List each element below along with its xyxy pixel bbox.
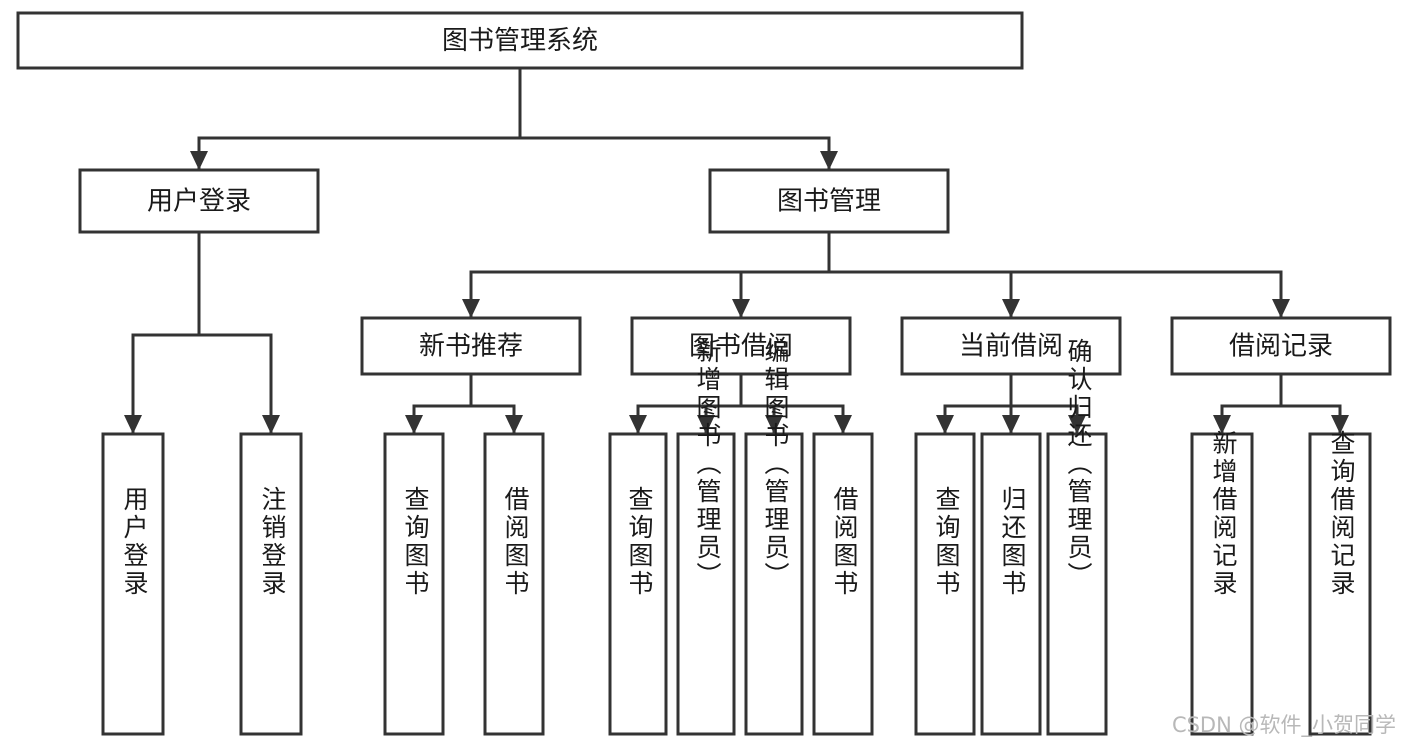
arrow-head-icon — [1002, 299, 1020, 318]
node-label-root: 图书管理系统 — [442, 26, 598, 56]
node-borrow-record[interactable]: 借阅记录 — [1170, 316, 1392, 376]
node-label-user-login: 用户登录 — [147, 187, 251, 217]
node-box-leaf-query-book-2 — [608, 432, 668, 736]
node-box-leaf-edit-book — [744, 432, 804, 736]
arrow-head-icon — [936, 415, 954, 434]
node-label-leaf-edit-book: 编辑图书（管理员） — [761, 338, 790, 590]
node-box-leaf-confirm-return — [1046, 432, 1108, 736]
node-box-leaf-query-record — [1308, 432, 1372, 736]
arrow-head-icon — [124, 415, 142, 434]
node-box-leaf-logout — [239, 432, 303, 736]
node-leaf-query-book-1[interactable]: 查询图书 — [383, 432, 445, 736]
arrow-head-icon — [1068, 415, 1086, 434]
arrow-head-icon — [1272, 299, 1290, 318]
csdn-watermark: CSDN @软件_小贺同学 — [1172, 713, 1396, 738]
node-box-new-book-rec — [360, 316, 582, 376]
node-leaf-edit-book[interactable]: 编辑图书（管理员） — [744, 338, 804, 736]
node-label-leaf-query-record: 查询借阅记录 — [1327, 430, 1356, 598]
node-new-book-rec[interactable]: 新书推荐 — [360, 316, 582, 376]
node-leaf-add-book[interactable]: 新增图书（管理员） — [676, 338, 736, 736]
node-label-leaf-borrow-book-1: 借阅图书 — [501, 486, 530, 598]
node-leaf-borrow-book-2[interactable]: 借阅图书 — [812, 432, 874, 736]
arrow-head-icon — [1213, 415, 1231, 434]
node-label-leaf-borrow-book-2: 借阅图书 — [830, 486, 859, 598]
node-leaf-user-login[interactable]: 用户登录 — [101, 432, 165, 736]
node-box-borrow-record — [1170, 316, 1392, 376]
arrow-head-icon — [462, 299, 480, 318]
arrow-head-icon — [732, 299, 750, 318]
node-box-book-borrow — [630, 316, 852, 376]
arrow-head-icon — [190, 151, 208, 170]
node-label-leaf-add-book: 新增图书（管理员） — [693, 338, 722, 590]
node-label-leaf-user-login: 用户登录 — [120, 486, 149, 598]
node-user-login[interactable]: 用户登录 — [78, 168, 320, 234]
node-box-leaf-borrow-book-1 — [483, 432, 545, 736]
node-leaf-borrow-book-1[interactable]: 借阅图书 — [483, 432, 545, 736]
node-leaf-logout[interactable]: 注销登录 — [239, 432, 303, 736]
arrow-head-icon — [262, 415, 280, 434]
node-leaf-query-book-3[interactable]: 查询图书 — [914, 432, 976, 736]
node-box-root — [16, 11, 1024, 70]
arrow-head-icon — [1331, 415, 1349, 434]
node-book-borrow[interactable]: 图书借阅 — [630, 316, 852, 376]
node-box-leaf-query-book-3 — [914, 432, 976, 736]
node-box-leaf-add-book — [676, 432, 736, 736]
diagram-nodes-group: 图书管理系统用户登录图书管理新书推荐图书借阅当前借阅借阅记录用户登录注销登录查询… — [16, 11, 1392, 736]
node-box-book-manage — [708, 168, 950, 234]
node-leaf-query-book-2[interactable]: 查询图书 — [608, 432, 668, 736]
node-label-new-book-rec: 新书推荐 — [419, 332, 523, 362]
arrow-head-icon — [697, 415, 715, 434]
node-label-book-borrow: 图书借阅 — [689, 332, 793, 362]
node-leaf-query-record[interactable]: 查询借阅记录 — [1308, 430, 1372, 736]
node-box-leaf-query-book-1 — [383, 432, 445, 736]
node-root[interactable]: 图书管理系统 — [16, 11, 1024, 70]
node-label-leaf-logout: 注销登录 — [258, 486, 287, 598]
node-current-borrow[interactable]: 当前借阅 — [900, 316, 1122, 376]
node-label-current-borrow: 当前借阅 — [959, 332, 1063, 362]
node-label-leaf-add-record: 新增借阅记录 — [1209, 430, 1238, 598]
node-label-leaf-query-book-3: 查询图书 — [932, 486, 961, 598]
arrow-head-icon — [405, 415, 423, 434]
node-leaf-return-book[interactable]: 归还图书 — [980, 432, 1042, 736]
node-label-leaf-query-book-2: 查询图书 — [625, 486, 654, 598]
arrow-head-icon — [1002, 415, 1020, 434]
node-box-current-borrow — [900, 316, 1122, 376]
node-leaf-confirm-return[interactable]: 确认归还（管理员） — [1046, 338, 1108, 736]
node-label-borrow-record: 借阅记录 — [1229, 332, 1333, 362]
node-box-leaf-user-login — [101, 432, 165, 736]
arrow-head-icon — [820, 151, 838, 170]
node-label-leaf-confirm-return: 确认归还（管理员） — [1064, 338, 1093, 590]
node-box-leaf-return-book — [980, 432, 1042, 736]
node-label-leaf-return-book: 归还图书 — [998, 486, 1027, 598]
arrow-head-icon — [629, 415, 647, 434]
node-box-leaf-borrow-book-2 — [812, 432, 874, 736]
node-label-leaf-query-book-1: 查询图书 — [401, 486, 430, 598]
arrow-head-icon — [834, 415, 852, 434]
arrow-head-icon — [505, 415, 523, 434]
node-leaf-add-record[interactable]: 新增借阅记录 — [1190, 430, 1254, 736]
arrow-head-icon — [765, 415, 783, 434]
node-box-user-login — [78, 168, 320, 234]
connector-lines-group — [124, 66, 1349, 435]
node-book-manage[interactable]: 图书管理 — [708, 168, 950, 234]
node-label-book-manage: 图书管理 — [777, 187, 881, 217]
node-box-leaf-add-record — [1190, 432, 1254, 736]
